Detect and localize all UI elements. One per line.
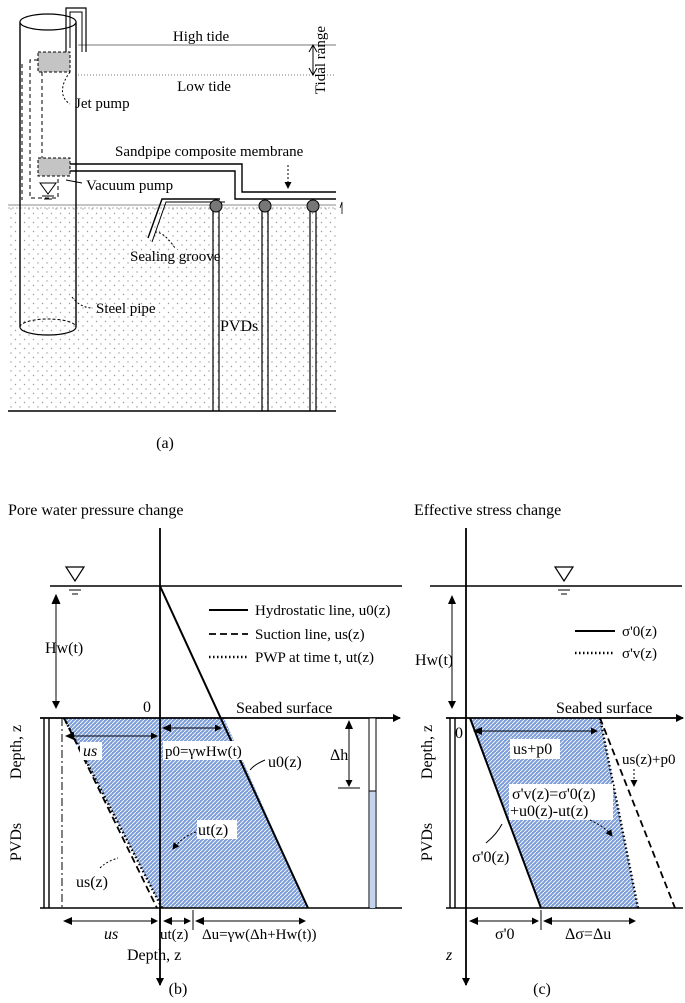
tidal-range-label: Tidal range <box>313 26 329 95</box>
zero-label-b: 0 <box>143 699 151 716</box>
hw-label-b: Hw(t) <box>45 640 83 657</box>
pwp-change-area <box>64 718 308 908</box>
delta-u-label: Δu=γw(Δh+Hw(t)) <box>202 927 317 943</box>
sealing-groove <box>147 198 220 239</box>
seabed-label-c: Seabed surface <box>556 700 652 717</box>
ut-label-bottom: ut(z) <box>160 927 188 943</box>
u0z-label: u0(z) <box>268 754 302 771</box>
depth-label-bottom-b: Depth, z <box>127 947 181 964</box>
panel-b: Pore water pressure change Hw(t) <box>8 502 402 998</box>
delta-sigma-label: Δσ=Δu <box>565 926 611 943</box>
sigma0z-label: σ'0(z) <box>472 849 509 866</box>
low-tide-label: Low tide <box>177 79 231 95</box>
utz-label: ut(z) <box>198 822 228 839</box>
panel-c-title: Effective stress change <box>414 502 561 519</box>
zero-label-c: 0 <box>455 725 463 742</box>
delta-h-label: Δh <box>330 747 348 764</box>
pvds-label-c: PVDs <box>419 823 436 861</box>
pvds-label: PVDs <box>220 318 258 335</box>
legend-b-pwp: PWP at time t, ut(z) <box>255 650 374 666</box>
panel-a: Tidal range High tide Low tide <box>8 7 343 452</box>
us-p0-line <box>599 717 676 909</box>
sigmav-eq-1: σ'v(z)=σ'0(z) <box>512 786 596 803</box>
sigmav-line <box>598 717 640 909</box>
us-label-top: us <box>83 743 97 760</box>
sealing-groove-label: Sealing groove <box>130 249 221 265</box>
legend-b: Hydrostatic line, u0(z) Suction line, us… <box>209 603 390 666</box>
depth-label-b: Depth, z <box>8 725 25 779</box>
legend-b-hydrostatic: Hydrostatic line, u0(z) <box>255 603 390 619</box>
legend-c-sigma0: σ'0(z) <box>622 624 657 640</box>
suction-line <box>63 717 158 909</box>
depth-label-c: Depth, z <box>419 725 436 779</box>
usz-label: us(z) <box>76 874 108 891</box>
panel-b-title: Pore water pressure change <box>8 502 183 519</box>
us-p0-label: us+p0 <box>513 741 552 758</box>
hw-label-c: Hw(t) <box>415 652 453 669</box>
steel-pipe-label: Steel pipe <box>96 301 156 317</box>
vacuum-pump-label: Vacuum pump <box>86 178 173 194</box>
panel-c: Effective stress change Hw(t) us+p0 σ <box>414 502 684 998</box>
sigmav-eq-2: +u0(z)-ut(z) <box>510 803 588 820</box>
legend-c-sigmav: σ'v(z) <box>622 646 657 662</box>
pvds <box>209 199 320 411</box>
caption-c: (c) <box>533 981 551 998</box>
z-label-c: z <box>445 947 453 964</box>
us-z-p0-label: us(z)+p0 <box>622 752 675 768</box>
sigma0-line <box>469 717 542 909</box>
legend-c: σ'0(z) σ'v(z) <box>575 624 657 662</box>
high-tide-label: High tide <box>173 29 230 45</box>
seabed-soil <box>8 205 336 411</box>
legend-b-suction: Suction line, us(z) <box>255 627 365 643</box>
caption-a: (a) <box>156 435 174 452</box>
jet-pump-label: Jet pump <box>75 96 130 112</box>
p0-label: p0=γwHw(t) <box>165 744 242 760</box>
seabed-label-b: Seabed surface <box>236 700 332 717</box>
pvds-label-b: PVDs <box>8 823 25 861</box>
vacuum-pump <box>37 157 71 177</box>
caption-b: (b) <box>169 981 188 998</box>
sigma0-label-bottom: σ'0 <box>495 926 515 943</box>
us-label-bottom: us <box>104 926 118 943</box>
jet-pump <box>37 51 71 73</box>
membrane-label: Sandpipe composite membrane <box>115 144 304 160</box>
